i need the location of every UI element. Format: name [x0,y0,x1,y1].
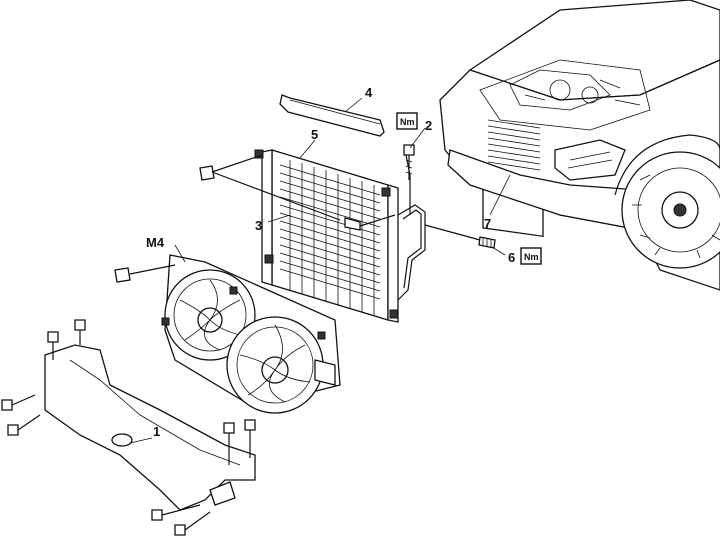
part-labels: 1 2 3 4 5 6 7 M4 [146,85,515,439]
label-5: 5 [311,127,318,142]
panel-bolts [1,319,256,536]
shroud-bolt [114,264,176,283]
fan-shroud-assembly [161,254,341,414]
ac-condenser [254,149,426,323]
label-6: 6 [508,250,515,265]
label-4: 4 [365,85,373,100]
lower-splash-panel [44,344,256,511]
label-m4: M4 [146,235,165,250]
torque-badge-2: Nm [396,112,418,130]
vertical-bolt-2 [403,144,415,180]
condenser-fins [279,160,381,315]
torque-badge-6-text: Nm [524,252,539,262]
air-deflector-strip [279,94,385,137]
bolt-6 [424,224,496,249]
condenser-bolts [199,154,396,231]
label-1: 1 [153,424,160,439]
car-radiator-fins [487,119,541,171]
label-2: 2 [425,118,432,133]
label-7: 7 [484,216,491,231]
label-3: 3 [255,218,262,233]
leader-lines [129,97,511,444]
torque-badge-6: Nm [520,247,542,265]
torque-badge-2-text: Nm [400,117,415,127]
vehicle-front-illustration [439,0,720,291]
